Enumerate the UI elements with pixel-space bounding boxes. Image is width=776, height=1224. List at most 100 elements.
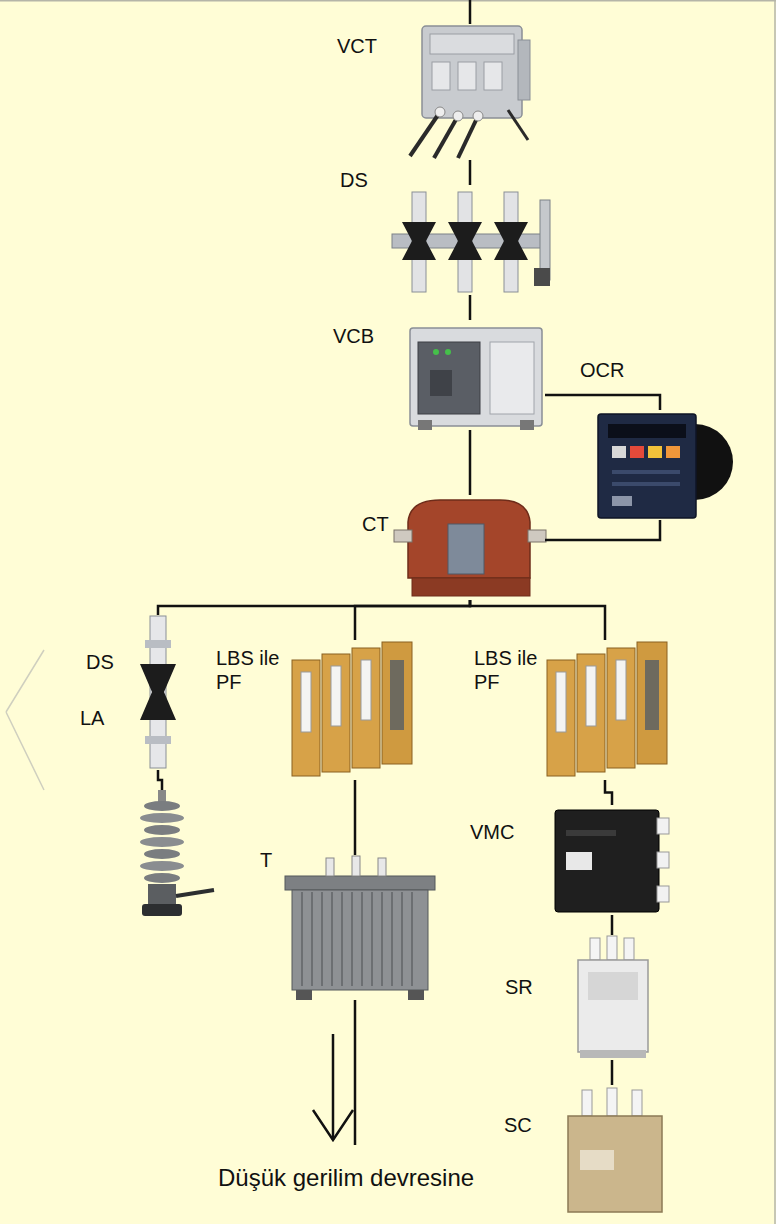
capacitor-illustration	[568, 1116, 662, 1212]
vct-illustration	[432, 62, 450, 90]
transformer-illustration	[352, 856, 360, 876]
lbs-fuse-illustration	[586, 666, 596, 726]
disconnector-illustration	[392, 192, 550, 292]
disconnector-illustration	[140, 664, 176, 720]
panel-border	[0, 0, 776, 2]
equipment-label: VCB	[333, 324, 374, 348]
vct-illustration	[518, 40, 530, 100]
vct-illustration	[410, 26, 530, 158]
incoming-wire	[469, 0, 472, 24]
disconnector-illustration	[140, 616, 176, 768]
ct-unit: CT	[390, 495, 545, 600]
arrester-illustration	[140, 861, 184, 871]
lbs-fuse-illustration	[322, 654, 350, 772]
capacitor-unit: SC	[565, 1085, 665, 1215]
vct-illustration	[458, 116, 478, 158]
disconnector-illustration	[402, 222, 436, 260]
arrester-illustration	[144, 825, 180, 835]
disconnector-illustration	[145, 736, 171, 744]
vcb-illustration	[418, 420, 432, 430]
vmc-illustration	[657, 818, 669, 834]
vct-unit: VCT	[405, 20, 535, 160]
capacitor-illustration	[607, 1088, 617, 1116]
reactor-illustration	[590, 938, 600, 960]
lbs-fuse-illustration	[637, 642, 667, 764]
lbs-fuse-unit: LBS ile PF	[545, 640, 670, 780]
vct-illustration	[473, 111, 483, 121]
equipment-label: OCR	[580, 358, 624, 382]
vct-illustration	[484, 62, 502, 90]
vmc-illustration	[657, 886, 669, 902]
ocr-unit: OCR	[595, 410, 735, 520]
lbs-fuse-illustration	[382, 642, 412, 764]
vcb-illustration	[418, 342, 480, 414]
ocr-illustration	[598, 414, 696, 518]
disconnector-unit: DS	[385, 185, 560, 295]
lbs-fuse-illustration	[645, 660, 659, 730]
vcb-illustration	[490, 342, 534, 414]
outgoing-wire	[354, 1000, 357, 1145]
callout-pointer	[6, 650, 44, 790]
equipment-label: LA	[80, 706, 104, 730]
lbs-fuse-illustration	[577, 654, 605, 772]
disconnector-unit: DS	[135, 615, 180, 770]
lbs-fuse-illustration	[616, 660, 626, 720]
arrester-illustration	[140, 837, 184, 847]
wire-connector	[469, 295, 472, 320]
wire-connector	[605, 780, 612, 805]
vct-illustration	[435, 107, 445, 117]
vct-illustration	[453, 111, 463, 121]
reactor-illustration	[624, 938, 634, 960]
equipment-label: DS	[86, 650, 114, 674]
ocr-illustration	[612, 482, 680, 486]
equipment-label: T	[260, 848, 272, 872]
wire-connector	[158, 600, 470, 615]
vcb-illustration	[430, 370, 452, 396]
ocr-illustration	[612, 470, 680, 474]
equipment-label: SC	[504, 1113, 532, 1137]
transformer-illustration	[296, 990, 312, 1000]
lbs-fuse-illustration	[301, 672, 311, 732]
arrester-illustration	[140, 813, 184, 823]
ocr-illustration	[648, 446, 662, 458]
arrester-illustration	[148, 884, 176, 906]
vmc-illustration	[566, 830, 616, 836]
reactor-illustration	[580, 1050, 646, 1058]
capacitor-illustration	[568, 1088, 662, 1212]
ocr-illustration	[666, 446, 680, 458]
vct-illustration	[458, 62, 476, 90]
disconnector-illustration	[448, 222, 482, 260]
vcb-illustration	[520, 420, 534, 430]
ct-illustration	[394, 530, 412, 542]
lbs-fuse-illustration	[547, 642, 667, 776]
ocr-illustration	[630, 446, 644, 458]
wire-connector	[611, 1060, 614, 1085]
wire-connector	[611, 915, 614, 935]
transformer-unit: T	[275, 855, 445, 1000]
equipment-label: LBS ile PF	[474, 646, 550, 694]
lbs-fuse-illustration	[556, 672, 566, 732]
vcb-unit: VCB	[405, 320, 545, 430]
arrester-illustration	[144, 849, 180, 859]
lbs-fuse-illustration	[352, 648, 380, 768]
arrester-illustration	[142, 904, 182, 916]
ct-illustration	[448, 524, 484, 574]
capacitor-illustration	[580, 1150, 614, 1170]
wire-connector	[158, 770, 162, 790]
lbs-fuse-illustration	[361, 660, 371, 720]
vcb-illustration	[433, 349, 439, 355]
disconnector-illustration	[534, 268, 550, 286]
transformer-illustration	[292, 890, 428, 990]
wire-connector	[545, 395, 660, 410]
vmc-illustration	[555, 810, 659, 912]
wire-connector	[355, 600, 470, 640]
lbs-fuse-illustration	[547, 660, 575, 776]
vmc-illustration	[555, 810, 669, 912]
lbs-fuse-illustration	[292, 660, 320, 776]
equipment-label: DS	[340, 168, 368, 192]
lbs-fuse-illustration	[607, 648, 635, 768]
arrester-unit: LA	[138, 790, 218, 920]
